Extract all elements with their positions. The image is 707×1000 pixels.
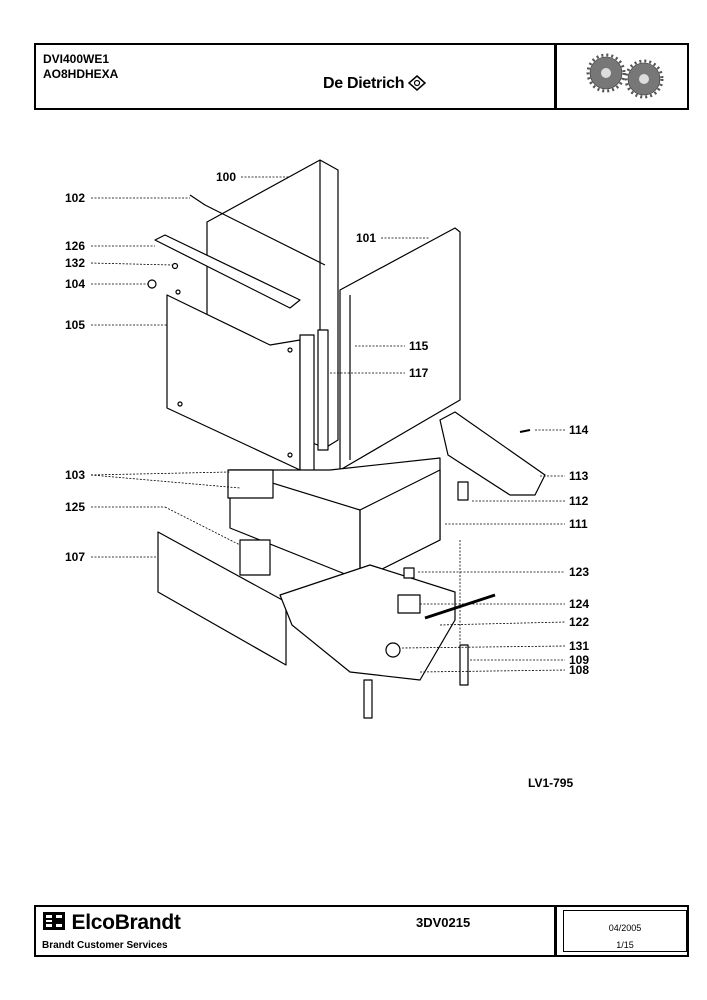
issue-date: 04/2005 <box>608 923 642 933</box>
model-code: AO8HDHEXA <box>43 67 119 81</box>
document-code: 3DV0215 <box>416 915 471 930</box>
callout-126: 126 <box>65 239 86 253</box>
footer-date-inner: 04/2005 1/15 <box>563 910 687 952</box>
company-logo: ElcoBrandt <box>42 911 181 935</box>
callout-102: 102 <box>65 191 86 205</box>
callout-115: 115 <box>409 339 429 353</box>
footer-box: ElcoBrandt Brandt Customer Services 3DV0… <box>34 905 689 957</box>
part-screw-114 <box>519 429 531 433</box>
part-knob-131 <box>385 642 401 658</box>
part-block-124 <box>397 594 421 614</box>
company-name: ElcoBrandt <box>71 911 181 934</box>
department-name: Brandt Customer Services <box>42 940 168 951</box>
brand-diamond-icon <box>408 75 427 91</box>
part-control-panel-107 <box>157 531 287 666</box>
part-base-tray-108 <box>279 564 456 681</box>
callout-104: 104 <box>65 277 86 291</box>
callout-105: 105 <box>65 318 86 332</box>
callout-108: 108 <box>569 663 590 677</box>
part-clip-112 <box>457 481 469 501</box>
brand-logo: De Dietrich <box>323 75 427 93</box>
elcobrandt-mark-icon <box>43 912 65 930</box>
part-hose-113 <box>439 411 546 496</box>
callout-103: 103 <box>65 468 86 482</box>
callout-122: 122 <box>569 615 590 629</box>
part-foot-screw <box>363 679 373 719</box>
page-number: 1/15 <box>616 940 634 950</box>
diagram-reference: LV1-795 <box>528 776 574 790</box>
callout-132: 132 <box>65 256 86 270</box>
gears-icon <box>586 53 664 99</box>
part-foot-109 <box>459 644 469 686</box>
part-clip-123 <box>403 567 415 579</box>
callout-101: 101 <box>356 231 377 245</box>
part-strip-115 <box>299 334 315 476</box>
part-profile-126 <box>154 234 301 309</box>
callout-107: 107 <box>65 550 86 564</box>
callout-117: 117 <box>409 366 429 380</box>
callout-125: 125 <box>65 500 86 514</box>
callout-109: 109 <box>569 653 590 667</box>
footer-date-box: 04/2005 1/15 <box>554 907 690 955</box>
callout-123: 123 <box>569 565 590 579</box>
header-box: DVI400WE1 AO8HDHEXA De Dietrich <box>34 43 689 110</box>
callout-113: 113 <box>569 469 589 483</box>
part-screw-132 <box>171 262 179 270</box>
callout-124: 124 <box>569 597 590 611</box>
callout-131: 131 <box>569 639 590 653</box>
part-side-panel-101 <box>339 227 461 471</box>
header-divider <box>554 45 557 108</box>
callout-111: 111 <box>569 517 588 531</box>
callout-112: 112 <box>569 494 589 508</box>
part-washer-104 <box>147 279 157 289</box>
part-component-103 <box>227 469 274 499</box>
model-number: DVI400WE1 <box>43 52 110 66</box>
part-strip-117 <box>317 329 329 451</box>
callout-100: 100 <box>216 170 237 184</box>
brand-name: De Dietrich <box>323 75 405 92</box>
callout-114: 114 <box>569 423 589 437</box>
part-board-125 <box>239 539 271 576</box>
